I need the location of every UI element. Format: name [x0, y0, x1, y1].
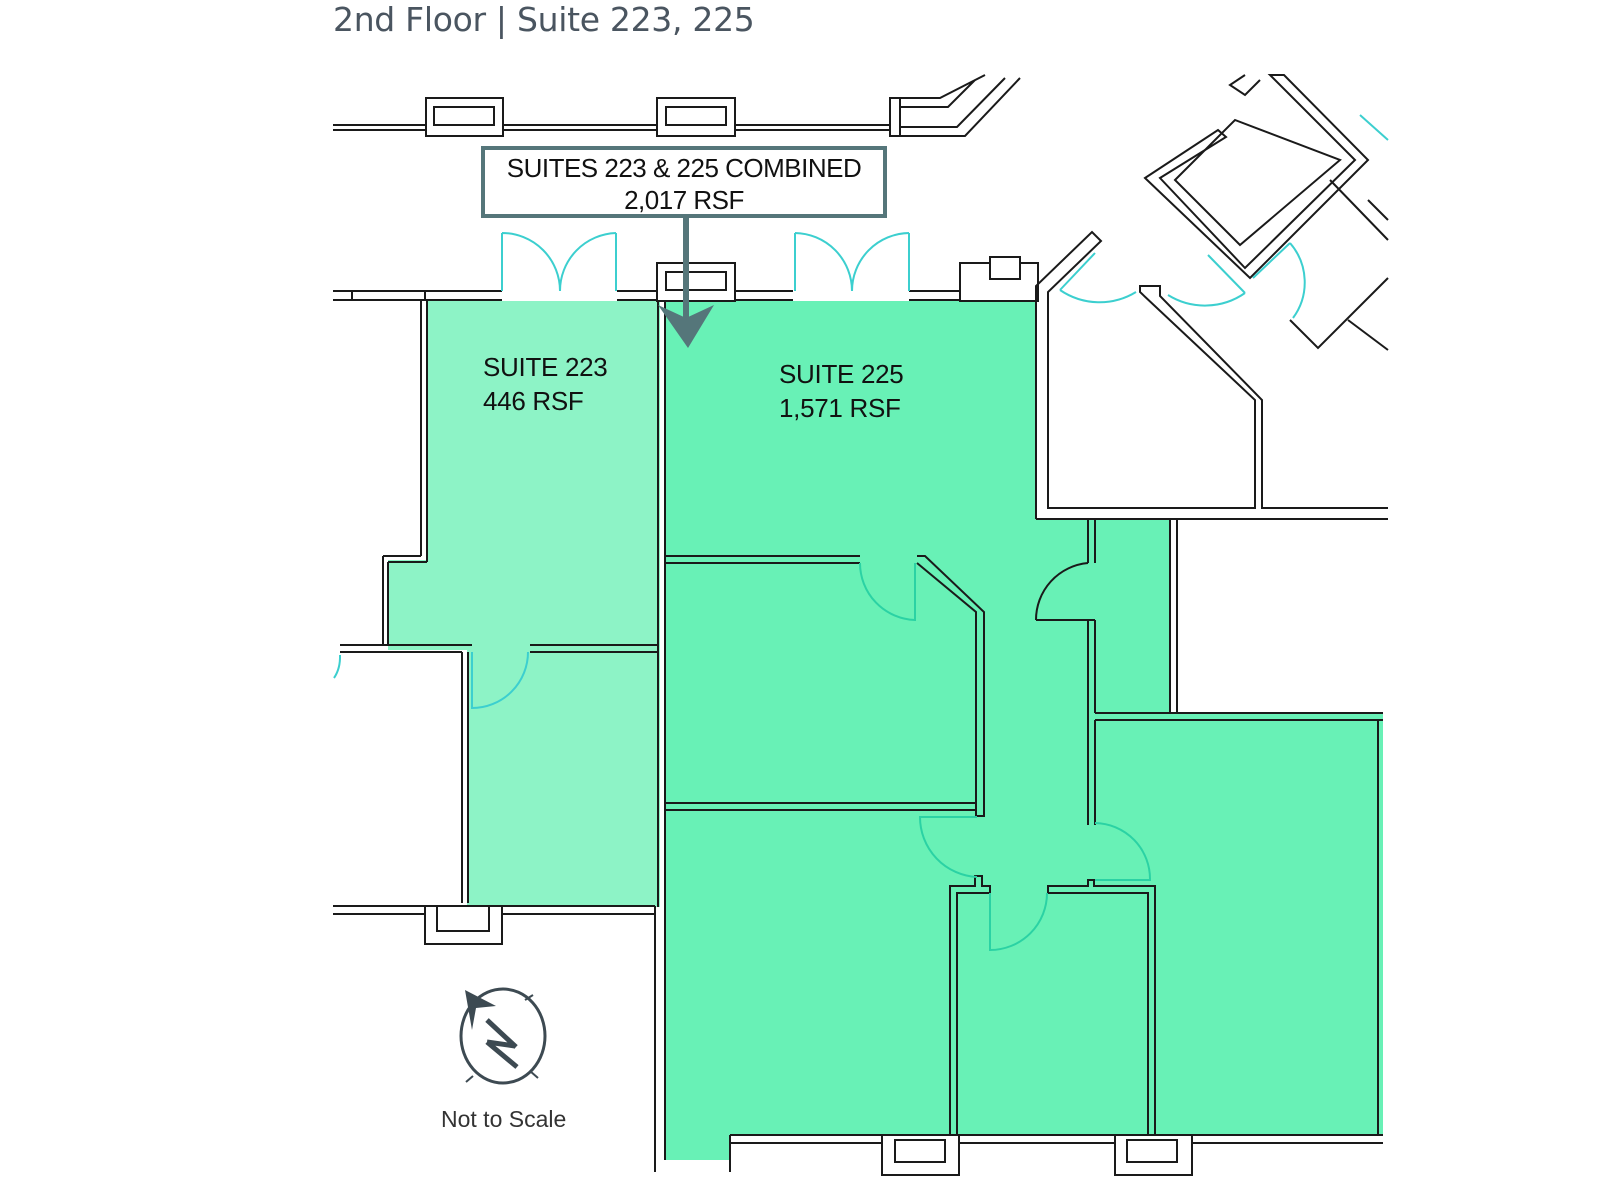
suite-223-area-text: 446 RSF: [483, 386, 584, 416]
suite-223-name: SUITE 223: [483, 352, 608, 382]
callout-arrow-icon: [658, 218, 714, 348]
combined-suites-callout: SUITES 223 & 225 COMBINED 2,017 RSF: [481, 146, 887, 218]
page-title: 2nd Floor | Suite 223, 225: [333, 0, 755, 39]
suite-225-area[interactable]: [665, 301, 1383, 1160]
scale-note: Not to Scale: [441, 1106, 567, 1132]
north-arrow-icon: [459, 987, 547, 1085]
suite-223-area[interactable]: [388, 301, 660, 907]
suite-225-label: SUITE 225 1,571 RSF: [779, 357, 904, 425]
callout-area: 2,017 RSF: [624, 185, 744, 215]
suite-225-area-text: 1,571 RSF: [779, 393, 901, 423]
suite-225-name: SUITE 225: [779, 359, 904, 389]
callout-title: SUITES 223 & 225 COMBINED: [506, 153, 862, 183]
suite-223-label: SUITE 223 446 RSF: [483, 350, 608, 418]
